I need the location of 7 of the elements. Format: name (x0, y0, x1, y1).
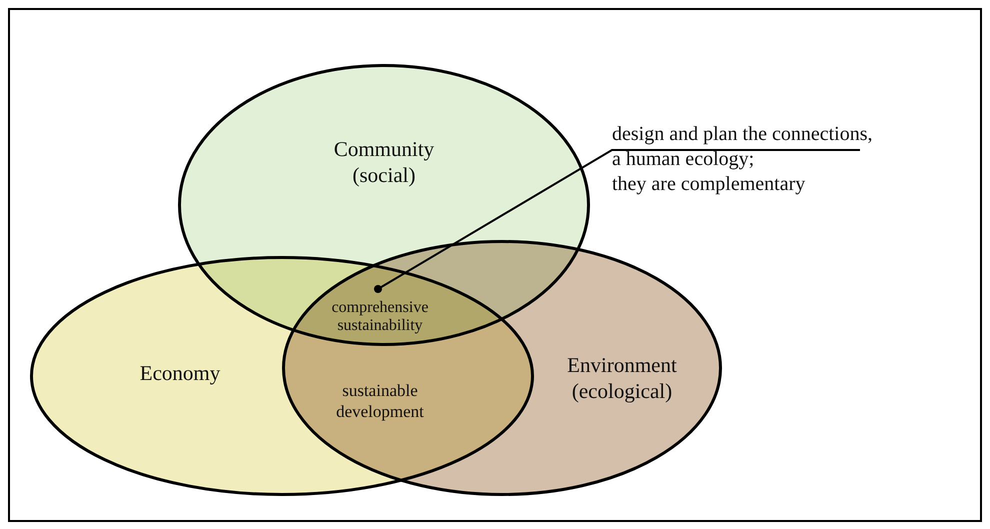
leader-line (374, 149, 860, 293)
circle-label: Environment (ecological) (566, 352, 678, 404)
region-label: comprehensive sustainability (330, 299, 430, 336)
circle-label: Economy (138, 360, 222, 386)
region-label: sustainable development (335, 380, 425, 422)
circle-label: Community (social) (332, 136, 436, 188)
callout-text: design and plan the connections, a human ecology; they are complementary (612, 122, 874, 197)
